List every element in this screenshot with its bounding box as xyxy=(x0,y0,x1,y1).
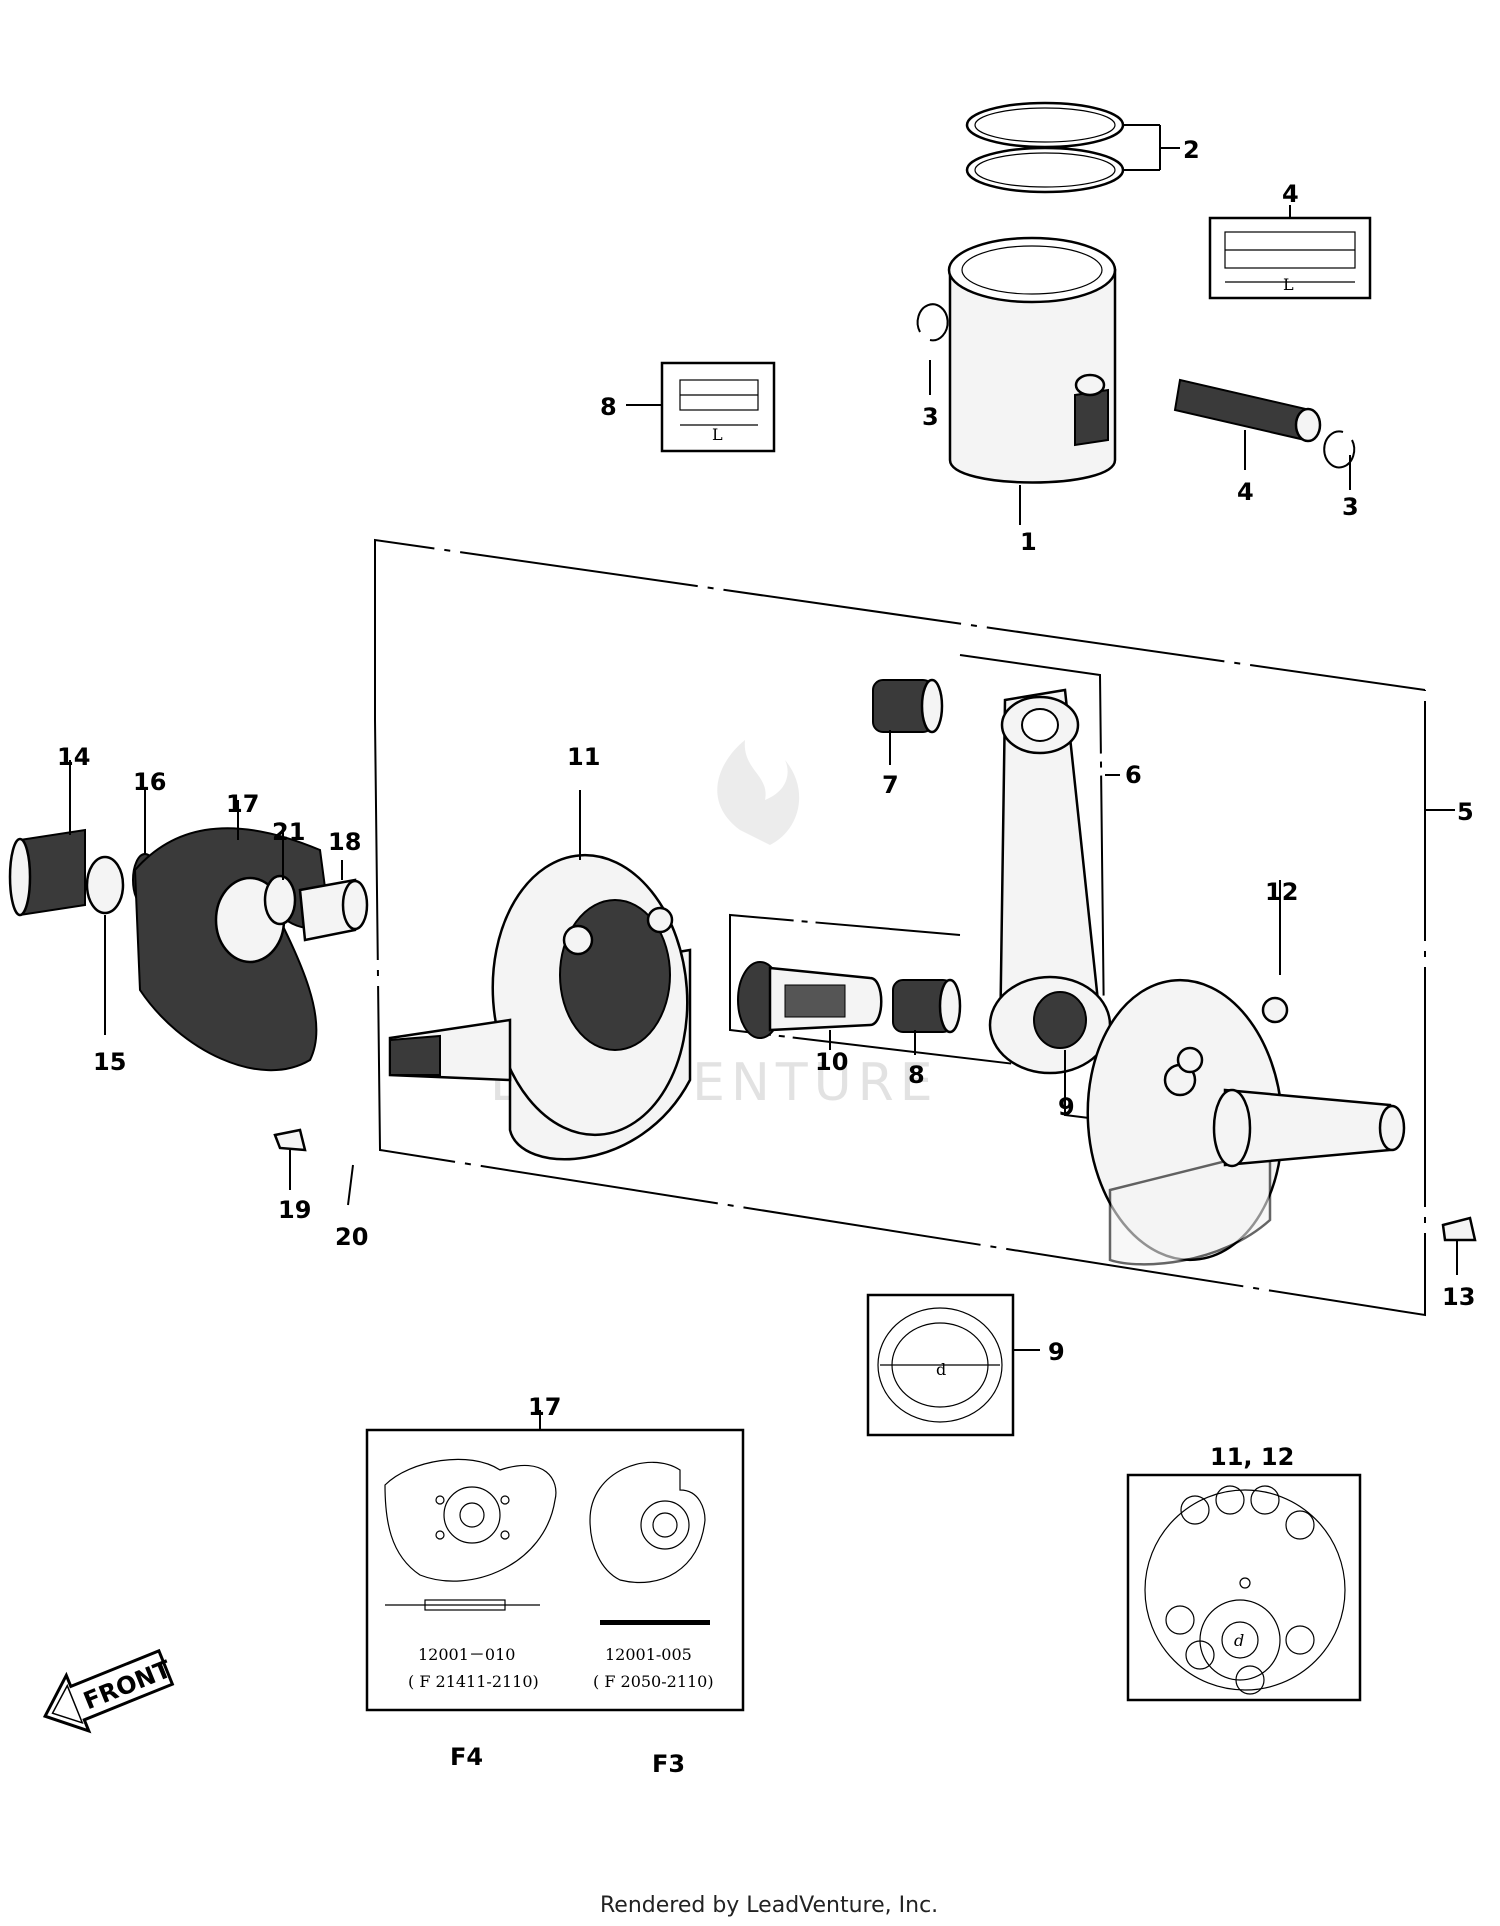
callout-17-inset: 17 xyxy=(528,1393,561,1421)
callout-10: 10 xyxy=(815,1048,848,1076)
callout-4-inset: 4 xyxy=(1282,180,1299,208)
callout-5: 5 xyxy=(1457,798,1474,826)
washer-diameter-inset xyxy=(866,1293,1040,1437)
callout-16: 16 xyxy=(133,768,166,796)
woodruff-key-right xyxy=(1441,1216,1477,1242)
needle-bearing-length-inset xyxy=(626,361,776,453)
callout-20: 20 xyxy=(335,1223,368,1251)
plate-f3-part-number: 12001-005 xyxy=(605,1645,692,1664)
footer-credit: Rendered by LeadVenture, Inc. xyxy=(600,1893,938,1918)
front-arrow: FRONT xyxy=(42,1648,176,1734)
callout-15: 15 xyxy=(93,1048,126,1076)
pin xyxy=(347,1164,354,1206)
callout-8-inset: 8 xyxy=(600,393,617,421)
variant-f4-label: F4 xyxy=(450,1743,483,1771)
connecting-rod xyxy=(988,688,1112,1090)
callout-4: 4 xyxy=(1237,478,1254,506)
dim-length-pin: L xyxy=(1283,275,1294,294)
piston-rings xyxy=(965,101,1180,194)
callout-1: 1 xyxy=(1020,528,1037,556)
piston-pin-length-inset xyxy=(1208,205,1372,300)
crankshaft-assembly-frame xyxy=(374,538,1455,1317)
callout-18: 18 xyxy=(328,828,361,856)
left-shaft-components xyxy=(8,760,369,1072)
circlip-left xyxy=(916,303,949,342)
callout-2: 2 xyxy=(1183,136,1200,164)
piston-pin xyxy=(1173,378,1322,470)
plate-f4-part-number: 12001－010 xyxy=(418,1645,515,1664)
circlip-right xyxy=(1323,430,1356,469)
piston xyxy=(947,236,1117,525)
flywheel-right xyxy=(1086,880,1406,1266)
callout-14: 14 xyxy=(57,743,90,771)
callout-11: 11 xyxy=(567,743,600,771)
dim-diameter-washer: d xyxy=(936,1360,946,1379)
callout-19: 19 xyxy=(278,1196,311,1224)
callout-7: 7 xyxy=(882,771,899,799)
callout-9-inset: 9 xyxy=(1048,1338,1065,1366)
callout-21: 21 xyxy=(272,818,305,846)
callout-12: 12 xyxy=(1265,878,1298,906)
woodruff-key-left xyxy=(273,1128,307,1152)
callout-13: 13 xyxy=(1442,1283,1475,1311)
connecting-rod-frame xyxy=(729,654,1107,1122)
dim-diameter-flywheel: d xyxy=(1234,1631,1244,1650)
callout-6: 6 xyxy=(1125,761,1142,789)
callout-8: 8 xyxy=(908,1061,925,1089)
big-end-bearing xyxy=(892,978,962,1055)
crank-pin xyxy=(737,961,883,1050)
callout-3-right: 3 xyxy=(1342,493,1359,521)
dim-length-bearing: L xyxy=(712,425,723,444)
plate-variants-inset xyxy=(365,1410,745,1712)
plate-f3-code: ( F 2050-2110) xyxy=(593,1672,714,1691)
small-end-bearing xyxy=(872,678,944,765)
callout-11-12-inset: 11, 12 xyxy=(1210,1443,1294,1471)
plate-f4-code: ( F 21411-2110) xyxy=(408,1672,539,1691)
callout-3-left: 3 xyxy=(922,403,939,431)
flywheel-left xyxy=(388,790,692,1161)
flywheel-diameter-inset xyxy=(1126,1473,1362,1702)
variant-f3-label: F3 xyxy=(652,1750,685,1778)
callout-9: 9 xyxy=(1058,1093,1075,1121)
callout-17: 17 xyxy=(226,790,259,818)
callout-labels: 1 2 3 3 4 4 5 6 7 8 8 9 9 10 11 12 13 14… xyxy=(57,136,1475,1471)
